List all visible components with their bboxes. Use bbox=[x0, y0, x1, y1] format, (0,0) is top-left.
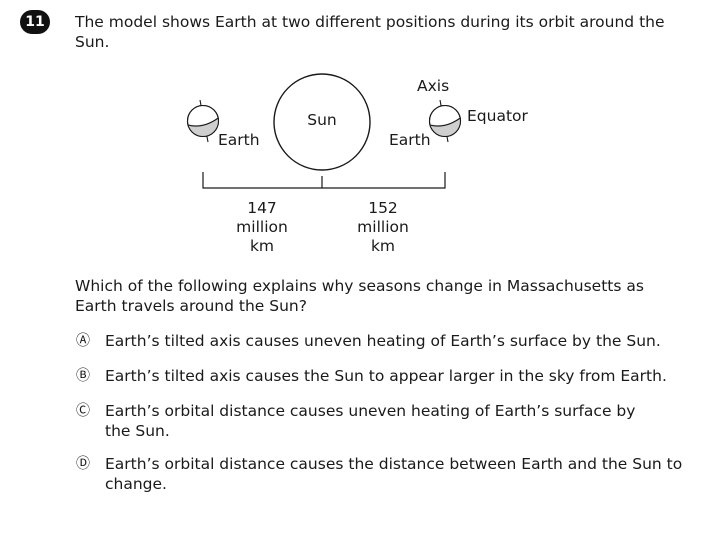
equator-label: Equator bbox=[467, 107, 529, 125]
right-distance-line-3: km bbox=[371, 237, 395, 255]
choice-c-bubble[interactable]: Ⓒ bbox=[76, 403, 90, 419]
right-earth-label: Earth bbox=[389, 131, 431, 149]
right-distance-line-1: 152 bbox=[368, 199, 398, 217]
left-distance-line-3: km bbox=[250, 237, 274, 255]
choice-b-bubble[interactable]: Ⓑ bbox=[76, 368, 90, 384]
choice-a-bubble[interactable]: Ⓐ bbox=[76, 333, 90, 349]
left-earth-label: Earth bbox=[218, 131, 260, 149]
question-number-badge: 11 bbox=[20, 10, 50, 34]
left-distance-line-2: million bbox=[236, 218, 288, 236]
sun-circle bbox=[273, 73, 371, 171]
choice-c-text: Earth’s orbital distance causes uneven h… bbox=[105, 402, 636, 440]
sun-label: Sun bbox=[307, 111, 337, 129]
left-distance-line-1: 147 bbox=[247, 199, 277, 217]
choice-d-text: Earth’s orbital distance causes the dist… bbox=[105, 455, 683, 493]
orbit-diagram: Sun Earth Earth Axis Equator 147 million… bbox=[186, 73, 529, 255]
right-distance-line-2: million bbox=[357, 218, 409, 236]
right-earth-globe bbox=[428, 99, 462, 143]
distance-bracket bbox=[202, 172, 446, 189]
axis-label: Axis bbox=[417, 77, 449, 95]
choice-d-bubble[interactable]: Ⓓ bbox=[76, 456, 90, 472]
choice-a-text: Earth’s tilted axis causes uneven heatin… bbox=[105, 332, 661, 350]
choice-b-text: Earth’s tilted axis causes the Sun to ap… bbox=[105, 367, 667, 385]
question-text: Which of the following explains why seas… bbox=[75, 277, 644, 315]
question-stem: The model shows Earth at two different p… bbox=[75, 13, 665, 51]
left-earth-globe bbox=[186, 99, 220, 143]
